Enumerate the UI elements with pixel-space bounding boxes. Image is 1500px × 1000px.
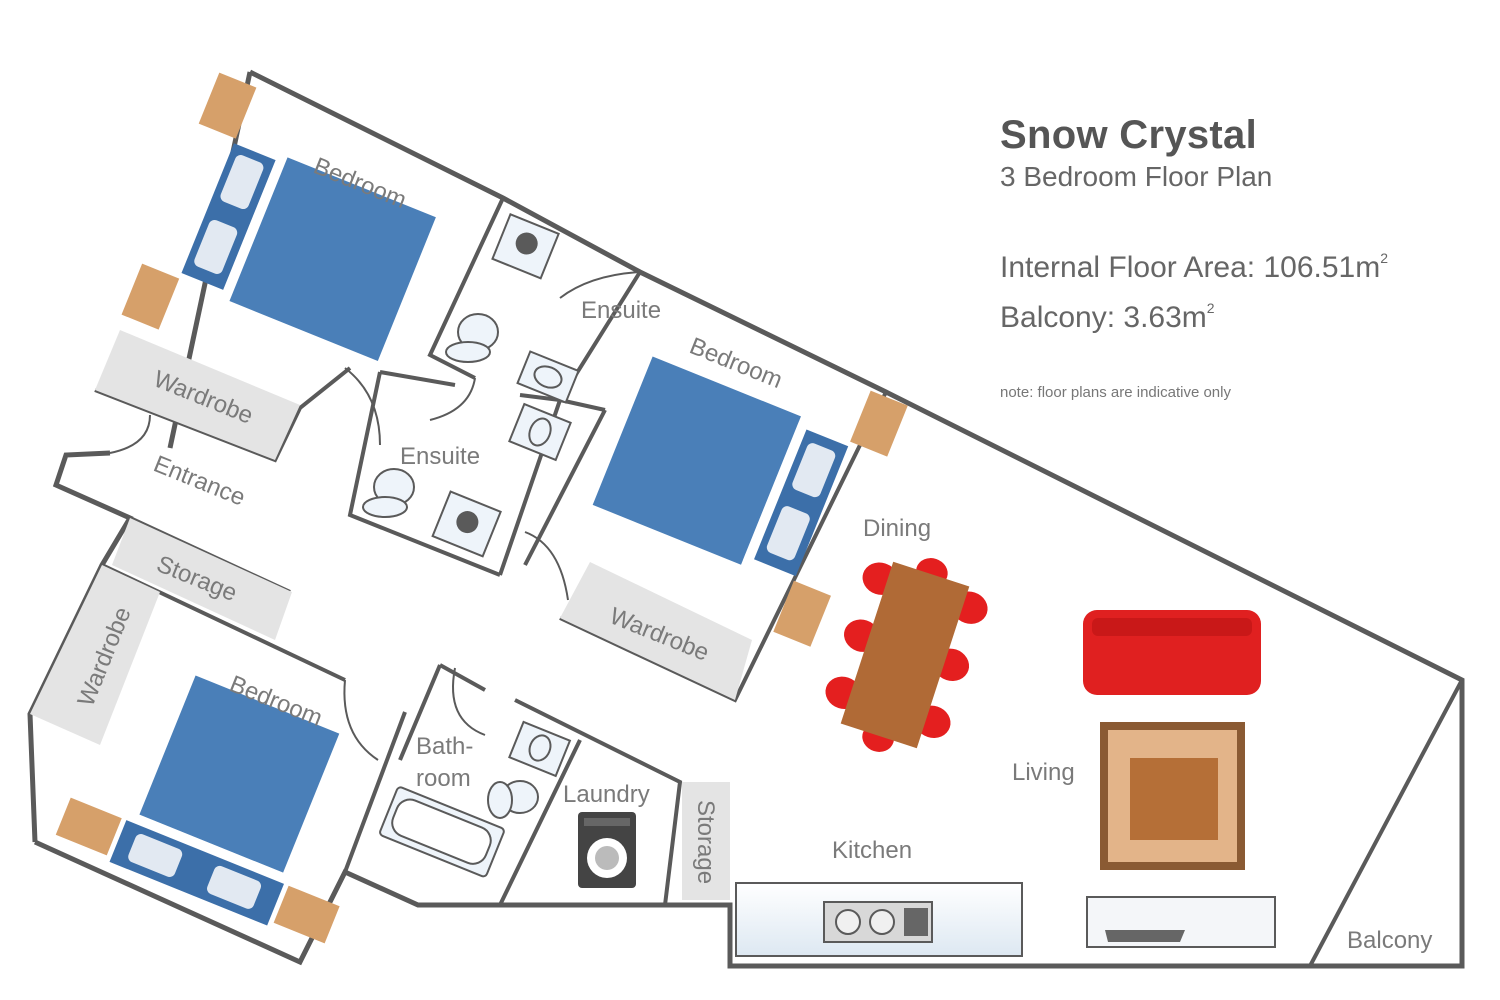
kitchen-bench	[735, 882, 1023, 957]
plan-title: Snow Crystal	[1000, 113, 1257, 157]
bed-pillow	[766, 506, 810, 561]
internal-area-superscript: 2	[1380, 250, 1389, 266]
built-ins	[30, 330, 752, 900]
bedroom-2-furniture	[592, 356, 908, 647]
nightstand	[773, 580, 831, 647]
bathtub-icon	[379, 786, 505, 878]
rug-and-coffee-table	[1100, 722, 1245, 870]
label-entrance: Entrance	[150, 451, 249, 512]
bed-sheet	[220, 156, 287, 300]
bed-pillow	[128, 834, 183, 877]
label-bathroom-line1: Bath-	[416, 733, 473, 760]
label-ensuite-1: Ensuite	[581, 297, 661, 324]
sink-icon	[516, 350, 580, 404]
toilet-icon	[362, 496, 408, 518]
label-bathroom-line2: room	[416, 765, 471, 792]
door-swings	[65, 271, 641, 761]
storage-2-block	[682, 782, 730, 900]
bed-sheet	[131, 812, 288, 884]
nightstand	[850, 390, 908, 457]
toilet-icon	[445, 341, 491, 363]
bed-pillow	[194, 219, 238, 274]
area-block: Internal Floor Area: 106.51m2 Balcony: 3…	[1000, 238, 1480, 338]
bed-pillow	[207, 865, 262, 909]
shower-icon	[431, 490, 502, 558]
balcony-area-text: Balcony: 3.63m	[1000, 301, 1207, 334]
toilet-icon	[487, 781, 513, 819]
bedroom-1-furniture	[121, 72, 436, 361]
internal-area: Internal Floor Area: 106.51m2	[1000, 238, 1480, 288]
nightstand	[55, 797, 122, 856]
wardrobe-2-block	[560, 562, 752, 700]
label-laundry: Laundry	[563, 781, 650, 808]
bed	[229, 157, 436, 361]
label-balcony: Balcony	[1347, 927, 1432, 954]
nightstand	[273, 885, 340, 944]
bed-pillow	[220, 155, 264, 210]
sink-icon	[508, 402, 572, 462]
internal-area-text: Internal Floor Area: 106.51m	[1000, 251, 1381, 284]
wardrobe-1-block	[95, 330, 300, 460]
dining-set	[825, 558, 988, 752]
shower-icon	[491, 213, 560, 280]
balcony-area: Balcony: 3.63m2	[1000, 288, 1480, 338]
sofa	[1083, 610, 1261, 695]
balcony-area-superscript: 2	[1206, 300, 1215, 316]
bed	[139, 675, 340, 873]
bed-sheet	[742, 421, 809, 564]
bed-pillow	[792, 443, 836, 498]
plan-info-panel: Snow Crystal 3 Bedroom Floor Plan Intern…	[1000, 112, 1480, 401]
dining-table	[840, 561, 970, 749]
washing-machine-icon	[578, 812, 636, 888]
bathroom-fixtures	[362, 213, 580, 878]
sink-icon	[508, 720, 572, 778]
storage-1-block	[112, 518, 292, 640]
bed	[592, 356, 801, 565]
label-dining: Dining	[863, 515, 931, 542]
label-storage-2: Storage	[692, 800, 719, 884]
bedroom-3-furniture	[55, 675, 340, 944]
label-living: Living	[1012, 759, 1075, 786]
label-kitchen: Kitchen	[832, 837, 912, 864]
label-ensuite-2: Ensuite	[400, 443, 480, 470]
plan-subtitle: 3 Bedroom Floor Plan	[1000, 161, 1273, 192]
nightstand	[121, 263, 180, 330]
tv-unit	[1086, 896, 1276, 948]
plan-note: note: floor plans are indicative only	[1000, 384, 1231, 401]
wardrobe-3-block	[30, 565, 160, 745]
nightstand	[198, 72, 257, 139]
